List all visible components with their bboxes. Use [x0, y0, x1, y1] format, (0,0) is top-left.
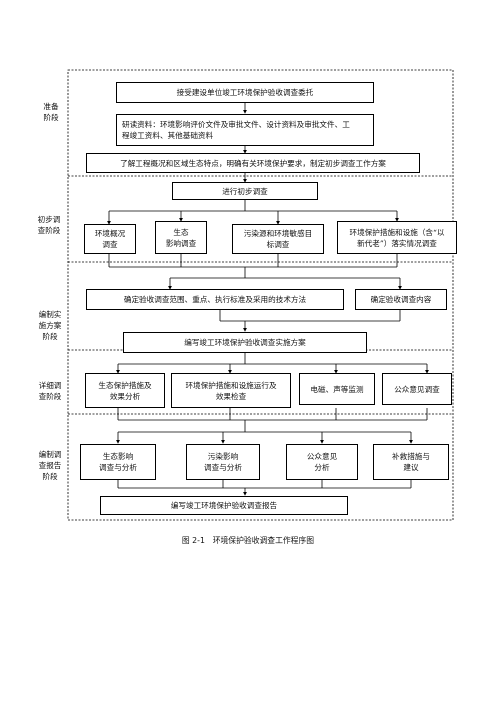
- node-eco-impact: 生态 影响调查: [155, 221, 207, 254]
- node-write-plan: 编写竣工环境保护验收调查实施方案: [123, 332, 367, 353]
- node-pollution-analysis: 污染影响 调查与分析: [186, 444, 260, 480]
- node-facility-ops: 环境保护措施和设施运行及 效果检查: [171, 373, 291, 408]
- stage-label-detail: 详细调 查阶段: [38, 381, 62, 401]
- node-content: 确定验收调查内容: [355, 289, 447, 310]
- node-pollution-sources: 污染源和环境敏感目 标调查: [232, 224, 324, 254]
- node-prelim: 进行初步调查: [172, 182, 318, 200]
- node-remedial: 补救措施与 建议: [373, 444, 449, 480]
- node-eco-analysis: 生态影响 调查与分析: [80, 444, 156, 480]
- node-scope: 确定验收调查范围、重点、执行标准及采用的技术方法: [86, 289, 344, 310]
- stage-label-plan: 编制实 施方案 阶段: [38, 310, 62, 341]
- stage-label-report: 编制调 查报告 阶段: [38, 450, 62, 481]
- node-study: 研读资料：环境影响评价文件及审批文件、设计资料及审批文件、工 程竣工资料、其他基…: [116, 114, 374, 146]
- node-accept: 接受建设单位竣工环境保护验收调查委托: [116, 82, 374, 103]
- node-env-overview: 环境概况 调查: [84, 224, 136, 254]
- figure-caption: 图 2-1 环境保护验收调查工作程序图: [181, 536, 315, 545]
- node-understand: 了解工程概况和区域生态特点，明确有关环境保护要求，制定初步调查工作方案: [86, 153, 420, 173]
- stage-label-prep: 准备 阶段: [43, 102, 59, 122]
- outer-frame: [67, 69, 454, 521]
- stage-label-initial: 初步调 查阶段: [37, 215, 61, 235]
- node-eco-measures: 生态保护措施及 效果分析: [85, 373, 165, 408]
- node-write-report: 编写竣工环境保护验收调查报告: [100, 496, 348, 515]
- node-public-survey: 公众意见调查: [382, 373, 452, 405]
- node-emr-noise: 电磁、声等监测: [299, 373, 375, 405]
- node-public-analysis: 公众意见 分析: [286, 444, 358, 480]
- node-measures: 环境保护措施和设施（含“以 新代老”）落实情况调查: [337, 221, 457, 254]
